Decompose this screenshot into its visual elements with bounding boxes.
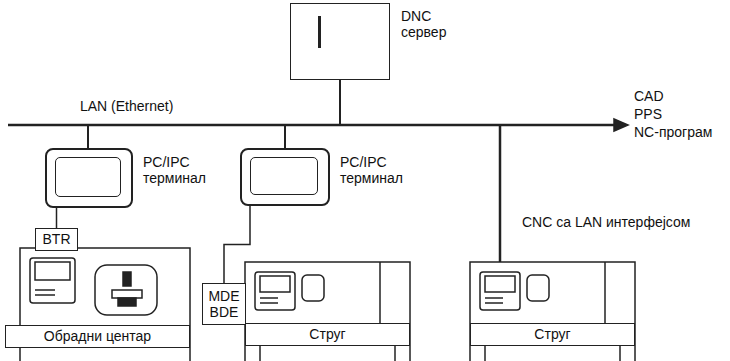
- mde-bde-box: MDE BDE: [202, 283, 246, 325]
- system-label: NC-програм: [632, 124, 714, 140]
- machine-panel-line: [604, 262, 606, 323]
- bus-drop: [87, 125, 89, 148]
- panel-keys: [485, 297, 503, 299]
- connector-line: [224, 206, 250, 283]
- machine-label-band: Обрадни центар: [5, 325, 190, 348]
- node-text: PC/IPC терминал: [143, 154, 206, 186]
- node-text: BTR: [43, 231, 71, 247]
- lathe-chuck: [527, 275, 549, 301]
- machine-label: CNC са LAN интерфејсом: [520, 214, 692, 230]
- machine-leg: [619, 345, 621, 361]
- control-screen: [260, 276, 290, 292]
- machine-label-band: Струг: [245, 323, 410, 346]
- network-label: LAN (Ethernet): [78, 98, 175, 114]
- workpiece: [118, 298, 136, 306]
- machine-leg: [484, 345, 486, 361]
- spindle: [123, 272, 131, 286]
- server-box: DNC сервер: [290, 3, 390, 80]
- lan-bus: [8, 124, 614, 127]
- terminal-monitor: PC/IPC терминал: [240, 148, 330, 206]
- machine-body: [470, 262, 635, 361]
- bus-drop: [284, 125, 286, 148]
- control-screen: [35, 262, 70, 280]
- bus-arrowhead: [614, 119, 628, 131]
- connector-line: [56, 208, 58, 228]
- panel-keys: [260, 302, 278, 304]
- machine-leg: [259, 345, 261, 361]
- panel-keys: [35, 289, 55, 291]
- control-screen: [485, 276, 515, 292]
- server-slot: [318, 16, 321, 48]
- system-label: CAD: [632, 88, 666, 104]
- node-text: PC/IPC терминал: [340, 154, 403, 186]
- control-panel: [30, 258, 75, 303]
- control-panel: [480, 272, 520, 310]
- system-label: PPS: [632, 106, 664, 122]
- machine-panel-line: [379, 262, 381, 323]
- machine-label-band: Струг: [470, 323, 635, 346]
- node-text: Струг: [309, 326, 345, 342]
- panel-keys: [260, 297, 278, 299]
- panel-keys: [485, 302, 503, 304]
- node-text: Струг: [534, 326, 570, 342]
- work-area: [95, 265, 157, 315]
- monitor-screen: [55, 157, 121, 197]
- bus-drop: [499, 125, 502, 262]
- control-panel: [255, 272, 295, 310]
- node-text: DNC сервер: [401, 8, 446, 40]
- panel-keys: [35, 294, 55, 296]
- workpiece: [112, 290, 142, 298]
- lathe-chuck: [302, 275, 324, 301]
- bus-drop: [339, 80, 341, 125]
- btr-box: BTR: [35, 228, 78, 251]
- monitor-screen: [250, 157, 318, 195]
- node-text: Обрадни центар: [44, 328, 151, 344]
- terminal-monitor: PC/IPC терминал: [45, 148, 133, 208]
- node-text: MDE BDE: [208, 288, 239, 320]
- machine-body: [245, 262, 410, 361]
- machine-leg: [394, 345, 396, 361]
